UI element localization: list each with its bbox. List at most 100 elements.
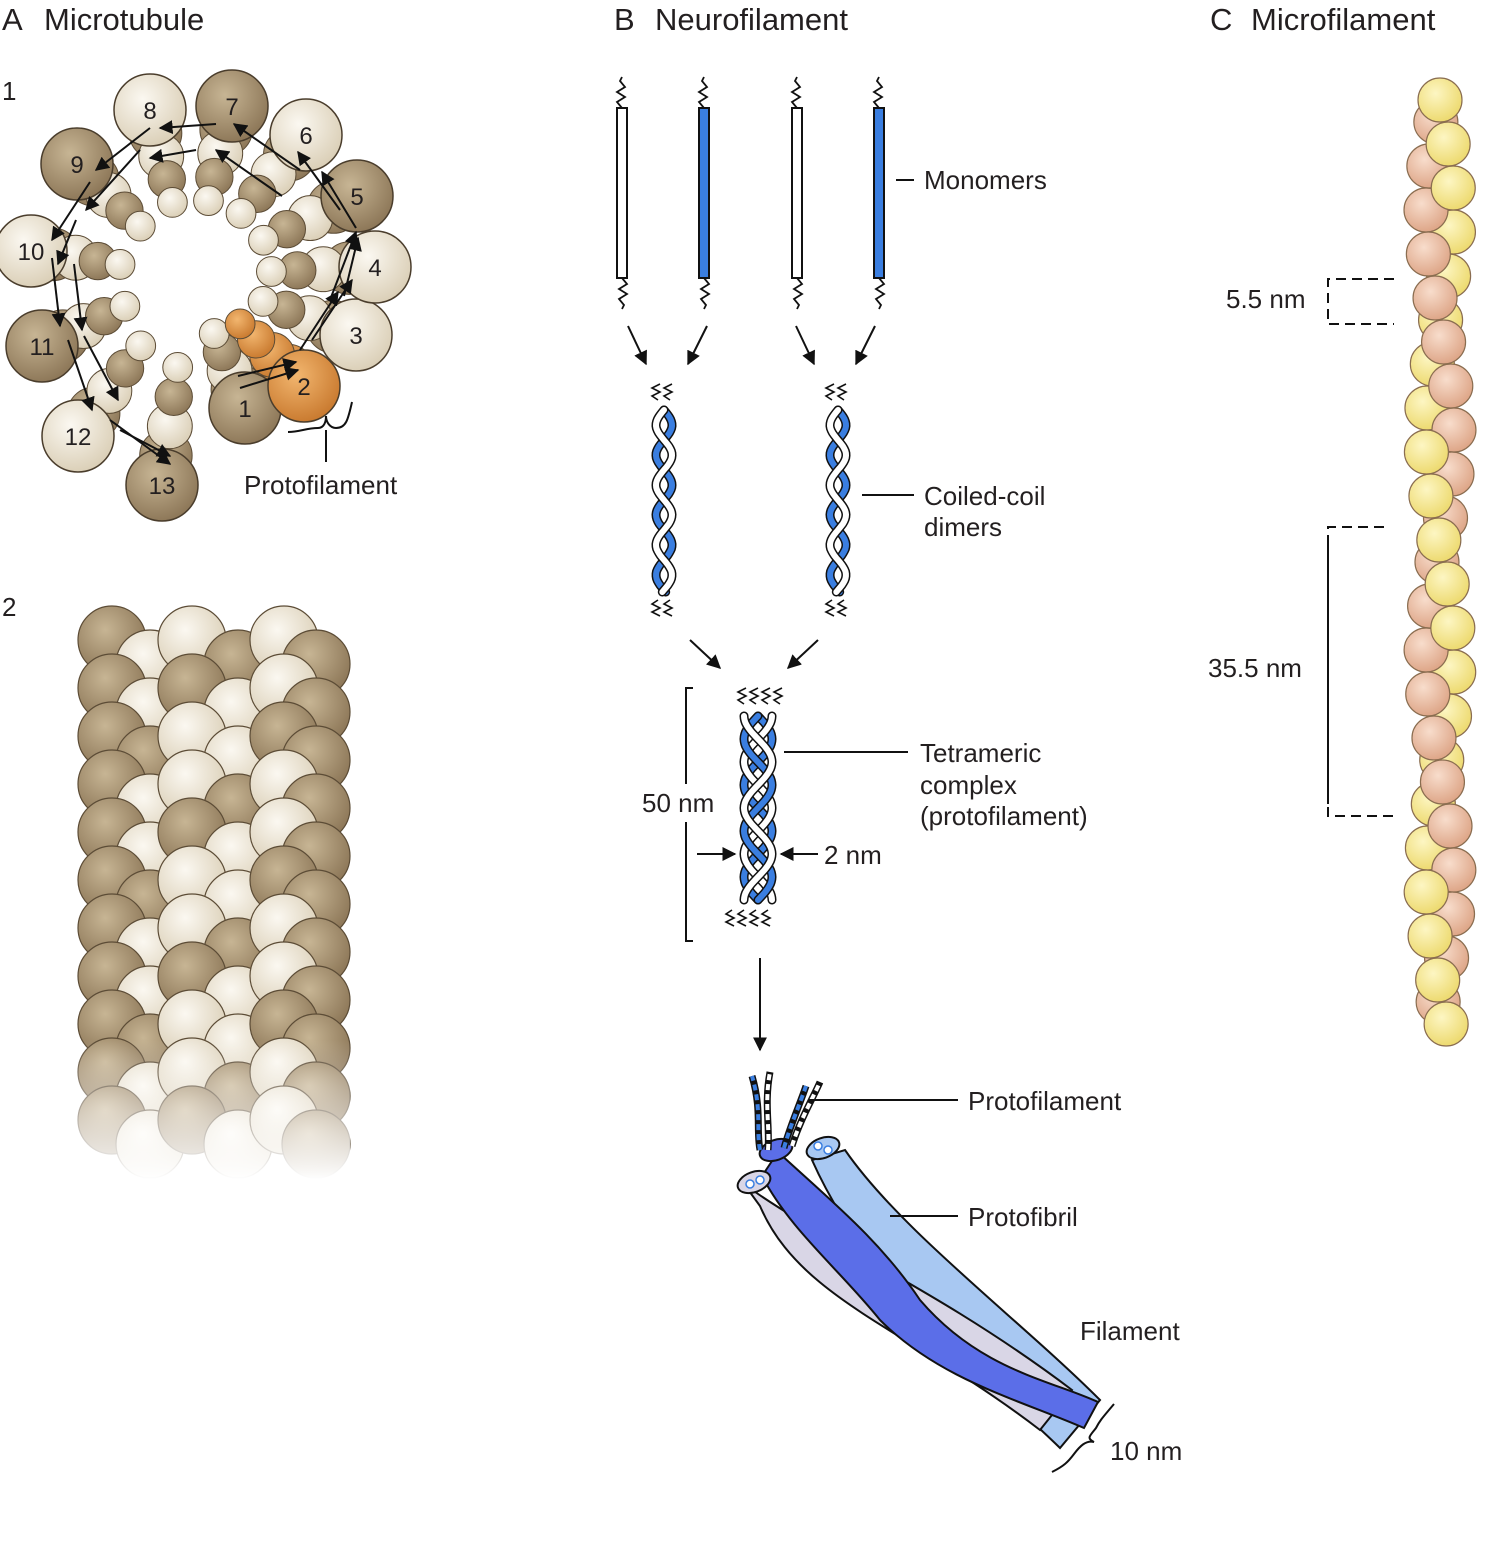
monomer-head — [697, 76, 709, 109]
protofilament-cross-section — [745, 1179, 755, 1189]
strand-end — [748, 909, 760, 927]
actin-monomer — [1412, 275, 1458, 321]
strand-end — [836, 599, 848, 617]
subunit-number: 5 — [350, 184, 363, 211]
helical-arrow — [109, 419, 172, 465]
tetramer-label-line3: (protofilament) — [920, 801, 1088, 831]
subunit-number: 2 — [297, 374, 310, 401]
subunit-number: 3 — [349, 323, 362, 350]
receding-subunit — [125, 330, 157, 362]
subunit-number: 13 — [149, 473, 176, 500]
tubulin-subunit — [269, 98, 343, 172]
dimers-label-line2: dimers — [924, 512, 1002, 542]
emerging-strand — [790, 1081, 822, 1147]
protofilament-cross-section — [813, 1141, 823, 1151]
subunit-number: 12 — [65, 424, 92, 451]
actin-monomer — [1407, 913, 1453, 959]
arrow-dimer-2 — [786, 639, 819, 669]
tetramer-strand — [740, 713, 776, 903]
subunit-label: 5.5 nm — [1226, 284, 1306, 314]
helical-arrow — [321, 170, 357, 229]
receding-subunit — [162, 352, 194, 383]
receding-subunit — [104, 249, 136, 280]
helical-arrow — [73, 263, 88, 332]
strand-end — [824, 599, 836, 617]
subunit-number: 11 — [30, 334, 55, 361]
helical-arrow — [239, 367, 300, 389]
helical-arrow — [297, 150, 341, 211]
receding-subunit — [224, 308, 256, 340]
monomer-head — [615, 76, 627, 109]
actin-monomer — [1416, 517, 1462, 563]
helical-arrow — [51, 181, 91, 242]
helical-arrow — [158, 120, 217, 135]
protofilament-cross-section — [755, 1175, 765, 1185]
tetramer-label-line2: complex — [920, 770, 1017, 800]
strand-end — [650, 383, 662, 401]
monomers-group — [615, 76, 886, 310]
actin-monomer — [1419, 759, 1466, 805]
strand-end — [748, 687, 760, 705]
monomer-tail — [792, 277, 804, 310]
dimer-strand — [826, 407, 850, 595]
protofilament-label-a: Protofilament — [244, 470, 398, 500]
receding-subunit — [157, 187, 188, 218]
repeat-label: 35.5 nm — [1208, 653, 1302, 683]
diameter-brace — [1051, 1403, 1115, 1473]
receding-subunit — [193, 185, 224, 217]
protofilament-label-b: Protofilament — [968, 1086, 1122, 1116]
helical-arrow — [237, 358, 298, 377]
receding-subunit — [256, 256, 287, 287]
panel-c-title: Microfilament — [1251, 2, 1436, 37]
helical-arrow — [94, 127, 151, 171]
subunit-number: 7 — [225, 94, 238, 121]
dimers-label-line1: Coiled-coil — [924, 481, 1045, 511]
repeat-bracket — [1327, 526, 1394, 817]
subunit-number: 4 — [368, 255, 381, 282]
helical-arrow — [85, 149, 141, 212]
subunit-bracket — [1327, 278, 1394, 325]
tubulin-subunit — [5, 309, 79, 383]
monomer-head — [872, 76, 884, 109]
strand-end — [662, 599, 674, 617]
helical-arrow — [83, 335, 119, 402]
strand-end — [824, 383, 836, 401]
helical-arrows — [51, 120, 362, 465]
actin-monomer — [1408, 473, 1454, 519]
helical-arrow — [299, 290, 339, 351]
receding-subunit — [247, 286, 279, 317]
tubulin-subunit — [319, 298, 393, 372]
actin-monomer — [1403, 429, 1450, 475]
panel-a-sub1-label: 1 — [2, 76, 16, 106]
emerging-strand — [750, 1075, 762, 1151]
panel-b-letter: B — [614, 2, 635, 37]
subunit-number: 9 — [70, 152, 83, 179]
panel-c: C Microfilament 5.5 nm 35.5 nm — [1208, 2, 1477, 1047]
arrow-dimer-1 — [689, 639, 722, 669]
dimer-strand — [652, 407, 676, 595]
monomer-head — [790, 76, 802, 109]
actin-monomer — [1405, 231, 1451, 277]
monomer-rod — [616, 107, 628, 279]
arrow-monomer-2 — [687, 325, 708, 366]
monomer-tail — [617, 277, 629, 310]
protofilament-strands-emerging — [748, 1071, 824, 1151]
subunit-number: 6 — [299, 123, 312, 150]
helical-arrow — [214, 149, 283, 197]
diameter-label: 10 nm — [1110, 1436, 1182, 1466]
panel-a-title: Microtubule — [44, 2, 204, 37]
strand-end — [736, 909, 748, 927]
receding-subunit — [225, 198, 257, 229]
monomer-rod — [698, 107, 710, 279]
panel-c-letter: C — [1210, 2, 1232, 37]
filament — [736, 1071, 1102, 1450]
strand-end — [760, 909, 772, 927]
arrow-monomer-4 — [855, 325, 876, 366]
tetramer-label-line1: Tetrameric — [920, 738, 1041, 768]
helical-arrow — [56, 219, 77, 266]
subunit-number: 1 — [238, 396, 251, 423]
monomers-label: Monomers — [924, 165, 1047, 195]
width-label: 2 nm — [824, 840, 882, 870]
subunit-number: 8 — [143, 98, 156, 125]
